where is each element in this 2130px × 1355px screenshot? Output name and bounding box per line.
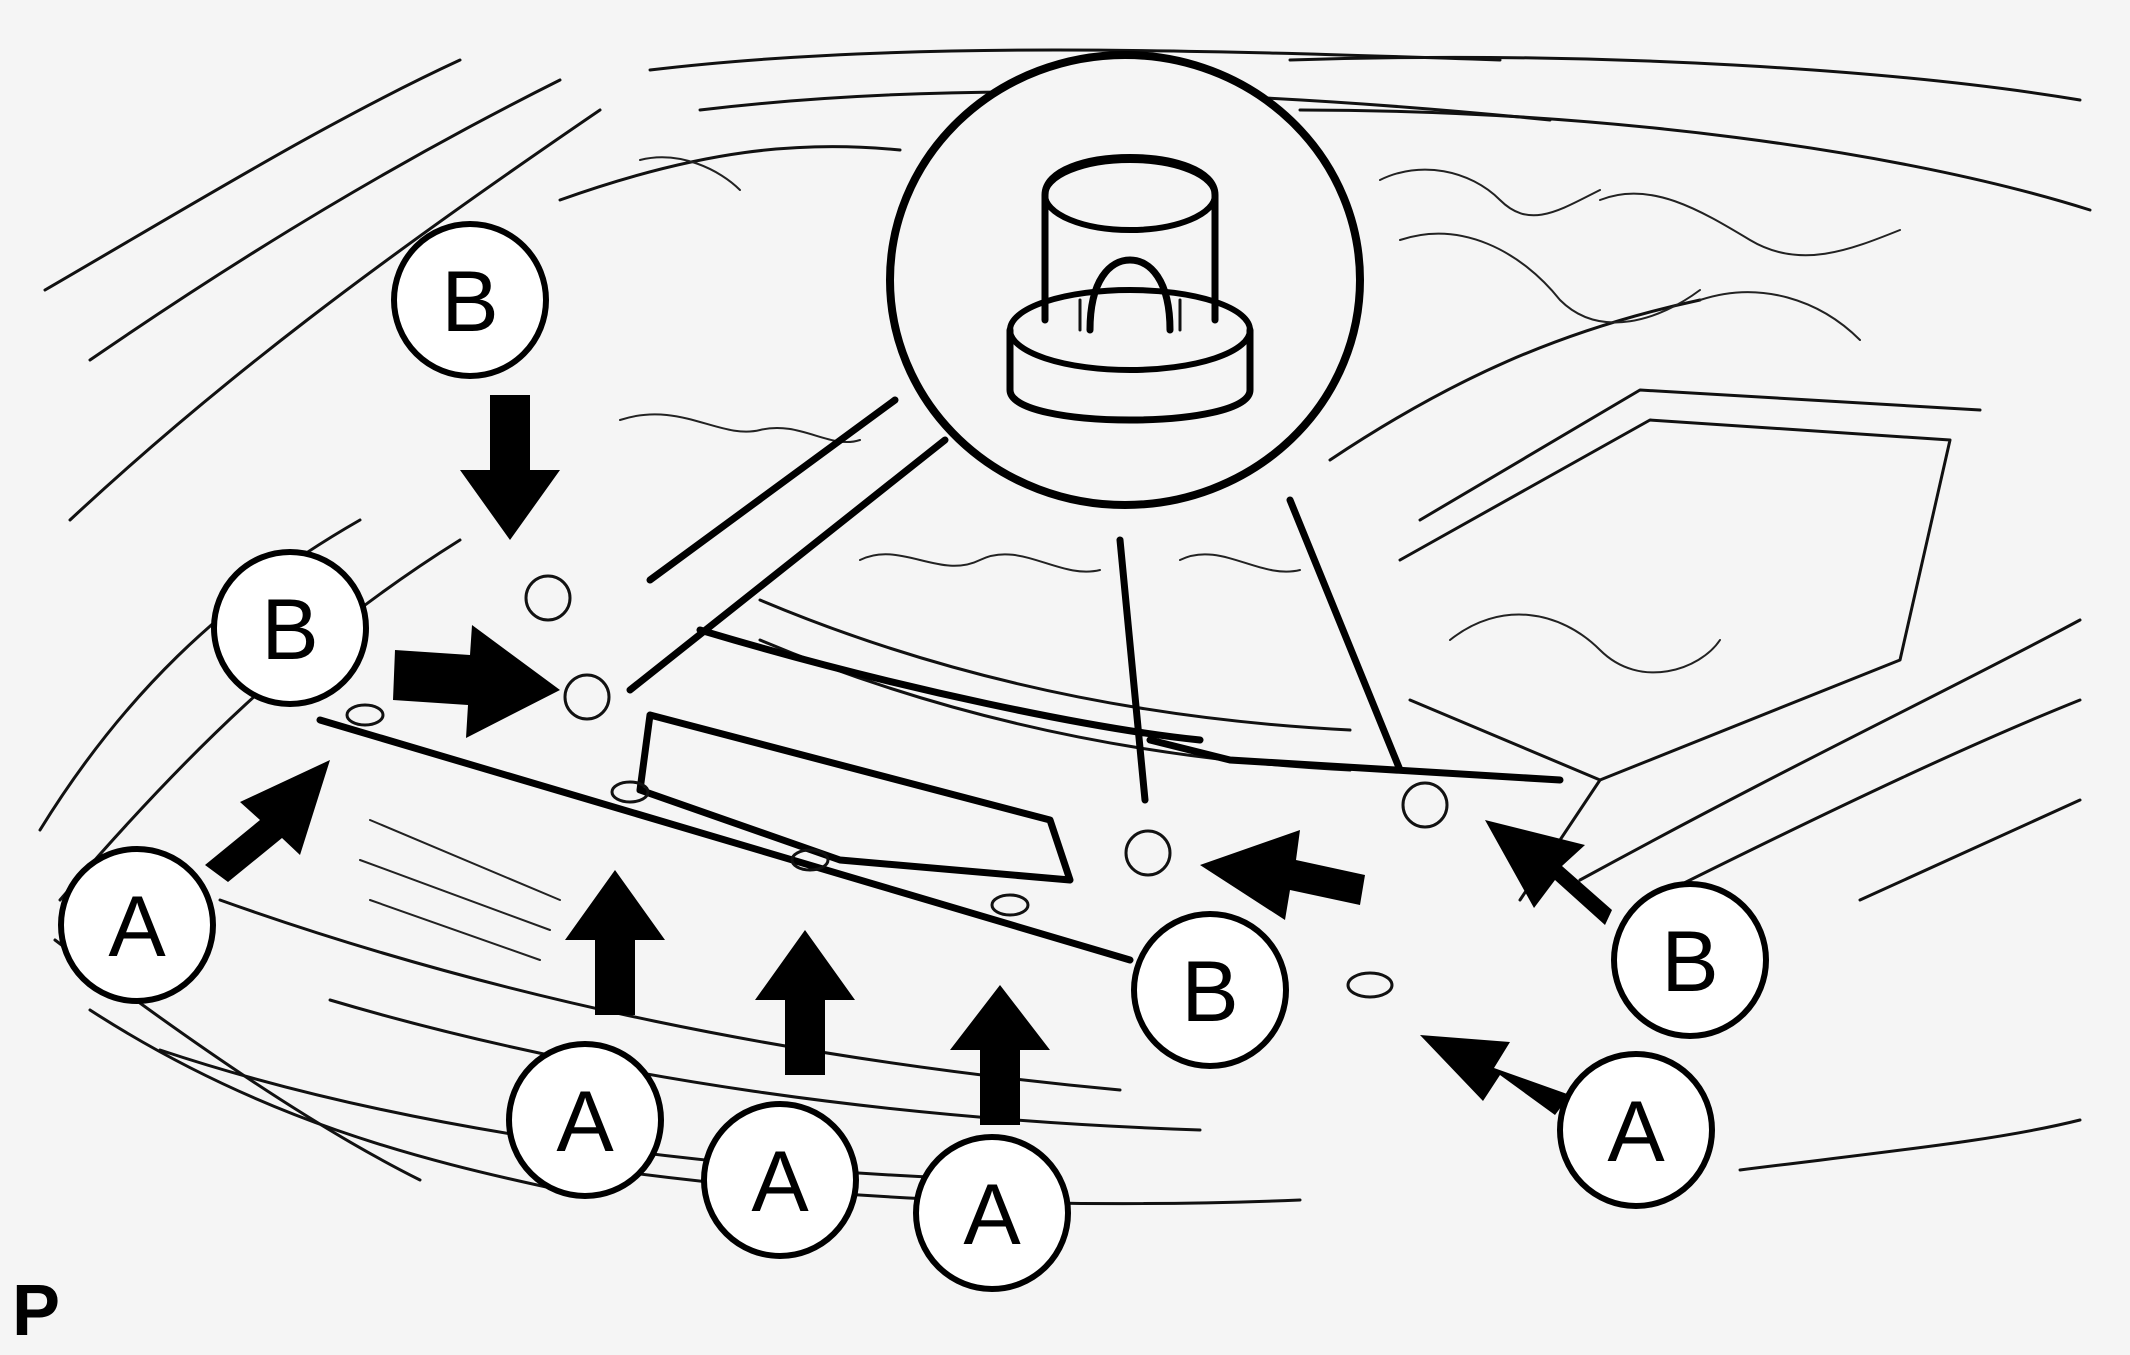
callout-b-right: B	[1611, 881, 1769, 1039]
figure-id: P	[12, 1271, 60, 1351]
callout-label: A	[556, 1074, 614, 1170]
callout-label: A	[963, 1167, 1021, 1263]
arrow-a1	[205, 760, 330, 882]
callout-label: A	[751, 1134, 809, 1230]
arrow-a3	[755, 930, 855, 1075]
callout-label: B	[1181, 944, 1238, 1040]
callout-a-4: A	[913, 1134, 1071, 1292]
callout-b-upper: B	[391, 221, 549, 379]
cowl-louver-panel	[316, 626, 1564, 964]
arrow-a4	[950, 985, 1050, 1125]
callout-label: A	[108, 879, 166, 975]
arrow-b1	[460, 395, 560, 540]
arrow-b4	[1485, 820, 1612, 925]
clip-detail-bubble	[626, 51, 1404, 804]
callout-label: B	[441, 254, 498, 350]
callout-label: B	[1661, 914, 1718, 1010]
arrow-a5	[1420, 1035, 1570, 1115]
callout-a-3: A	[701, 1101, 859, 1259]
arrows	[205, 395, 1612, 1125]
arrow-a2	[565, 870, 665, 1015]
clip-b-marks	[524, 574, 1449, 877]
callout-label: B	[261, 582, 318, 678]
arrow-b3	[1200, 830, 1365, 920]
callout-a-2: A	[506, 1041, 664, 1199]
clip-a-marks	[345, 703, 1394, 999]
callout-a-right: A	[1557, 1051, 1715, 1209]
callout-b-center: B	[1131, 911, 1289, 1069]
callout-label: A	[1607, 1084, 1665, 1180]
callout-a-left: A	[58, 846, 216, 1004]
clip-detail-icon	[1006, 154, 1254, 424]
arrow-b2	[393, 625, 560, 738]
callout-b-left: B	[211, 549, 369, 707]
